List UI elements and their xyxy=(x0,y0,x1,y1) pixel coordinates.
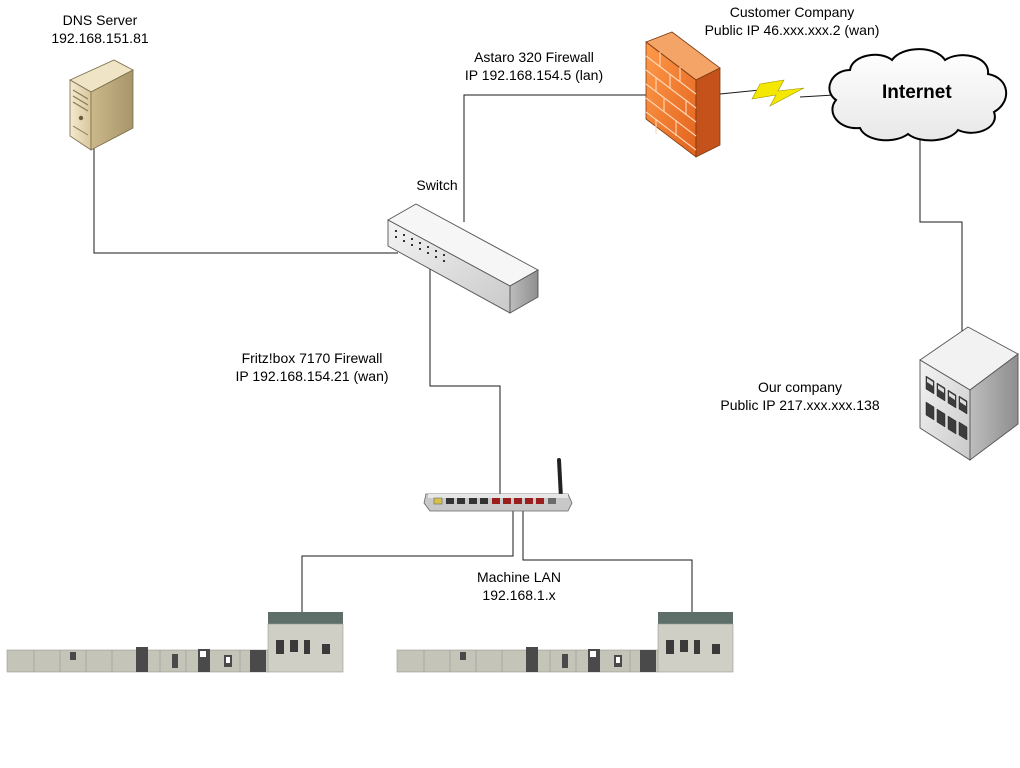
line-fritzbox-machine-left xyxy=(301,508,514,614)
our-company-ip: Public IP 217.xxx.xxx.138 xyxy=(720,397,880,413)
customer-company-label: Customer Company Public IP 46.xxx.xxx.2 … xyxy=(672,3,912,39)
customer-company-ip: Public IP 46.xxx.xxx.2 (wan) xyxy=(704,22,880,38)
line-switch-firewall xyxy=(463,94,646,222)
our-company-name: Our company xyxy=(757,379,843,395)
connections xyxy=(93,89,963,614)
building-icon[interactable] xyxy=(919,326,1019,461)
firewall-icon[interactable] xyxy=(645,31,721,158)
router-icon[interactable] xyxy=(423,458,573,512)
switch-icon[interactable] xyxy=(387,203,539,314)
line-dns-switch xyxy=(93,148,398,254)
our-company-label: Our company Public IP 217.xxx.xxx.138 xyxy=(700,378,900,414)
machine-lan-label: Machine LAN 192.168.1.x xyxy=(459,568,579,604)
internet-label: Internet xyxy=(882,82,952,103)
machine-icon-right[interactable] xyxy=(396,612,734,673)
switch-label: Switch xyxy=(416,177,458,193)
dns-server-name: DNS Server xyxy=(62,12,138,28)
machine-lan-name: Machine LAN xyxy=(476,569,562,585)
fritzbox-label: Fritz!box 7170 Firewall IP 192.168.154.2… xyxy=(212,349,412,385)
dns-server-ip: 192.168.151.81 xyxy=(51,30,149,46)
firewall-ip: IP 192.168.154.5 (lan) xyxy=(464,67,604,83)
line-switch-fritzbox xyxy=(429,266,501,496)
line-lightning-internet xyxy=(799,94,835,98)
line-internet-ourcompany xyxy=(919,138,963,336)
machine-icon-left[interactable] xyxy=(6,612,344,673)
line-fritzbox-machine-right xyxy=(522,508,693,614)
customer-company-name: Customer Company xyxy=(729,4,855,20)
dns-server-label: DNS Server 192.168.151.81 xyxy=(20,11,180,47)
line-firewall-lightning xyxy=(719,89,761,95)
fritzbox-ip: IP 192.168.154.21 (wan) xyxy=(235,368,389,384)
cloud-icon[interactable] xyxy=(828,48,1008,142)
machine-lan-ip: 192.168.1.x xyxy=(482,587,556,603)
lightning-icon xyxy=(751,79,805,107)
firewall-name: Astaro 320 Firewall xyxy=(474,49,594,65)
server-icon[interactable] xyxy=(69,59,134,151)
fritzbox-name: Fritz!box 7170 Firewall xyxy=(241,350,383,366)
firewall-label: Astaro 320 Firewall IP 192.168.154.5 (la… xyxy=(434,48,634,84)
